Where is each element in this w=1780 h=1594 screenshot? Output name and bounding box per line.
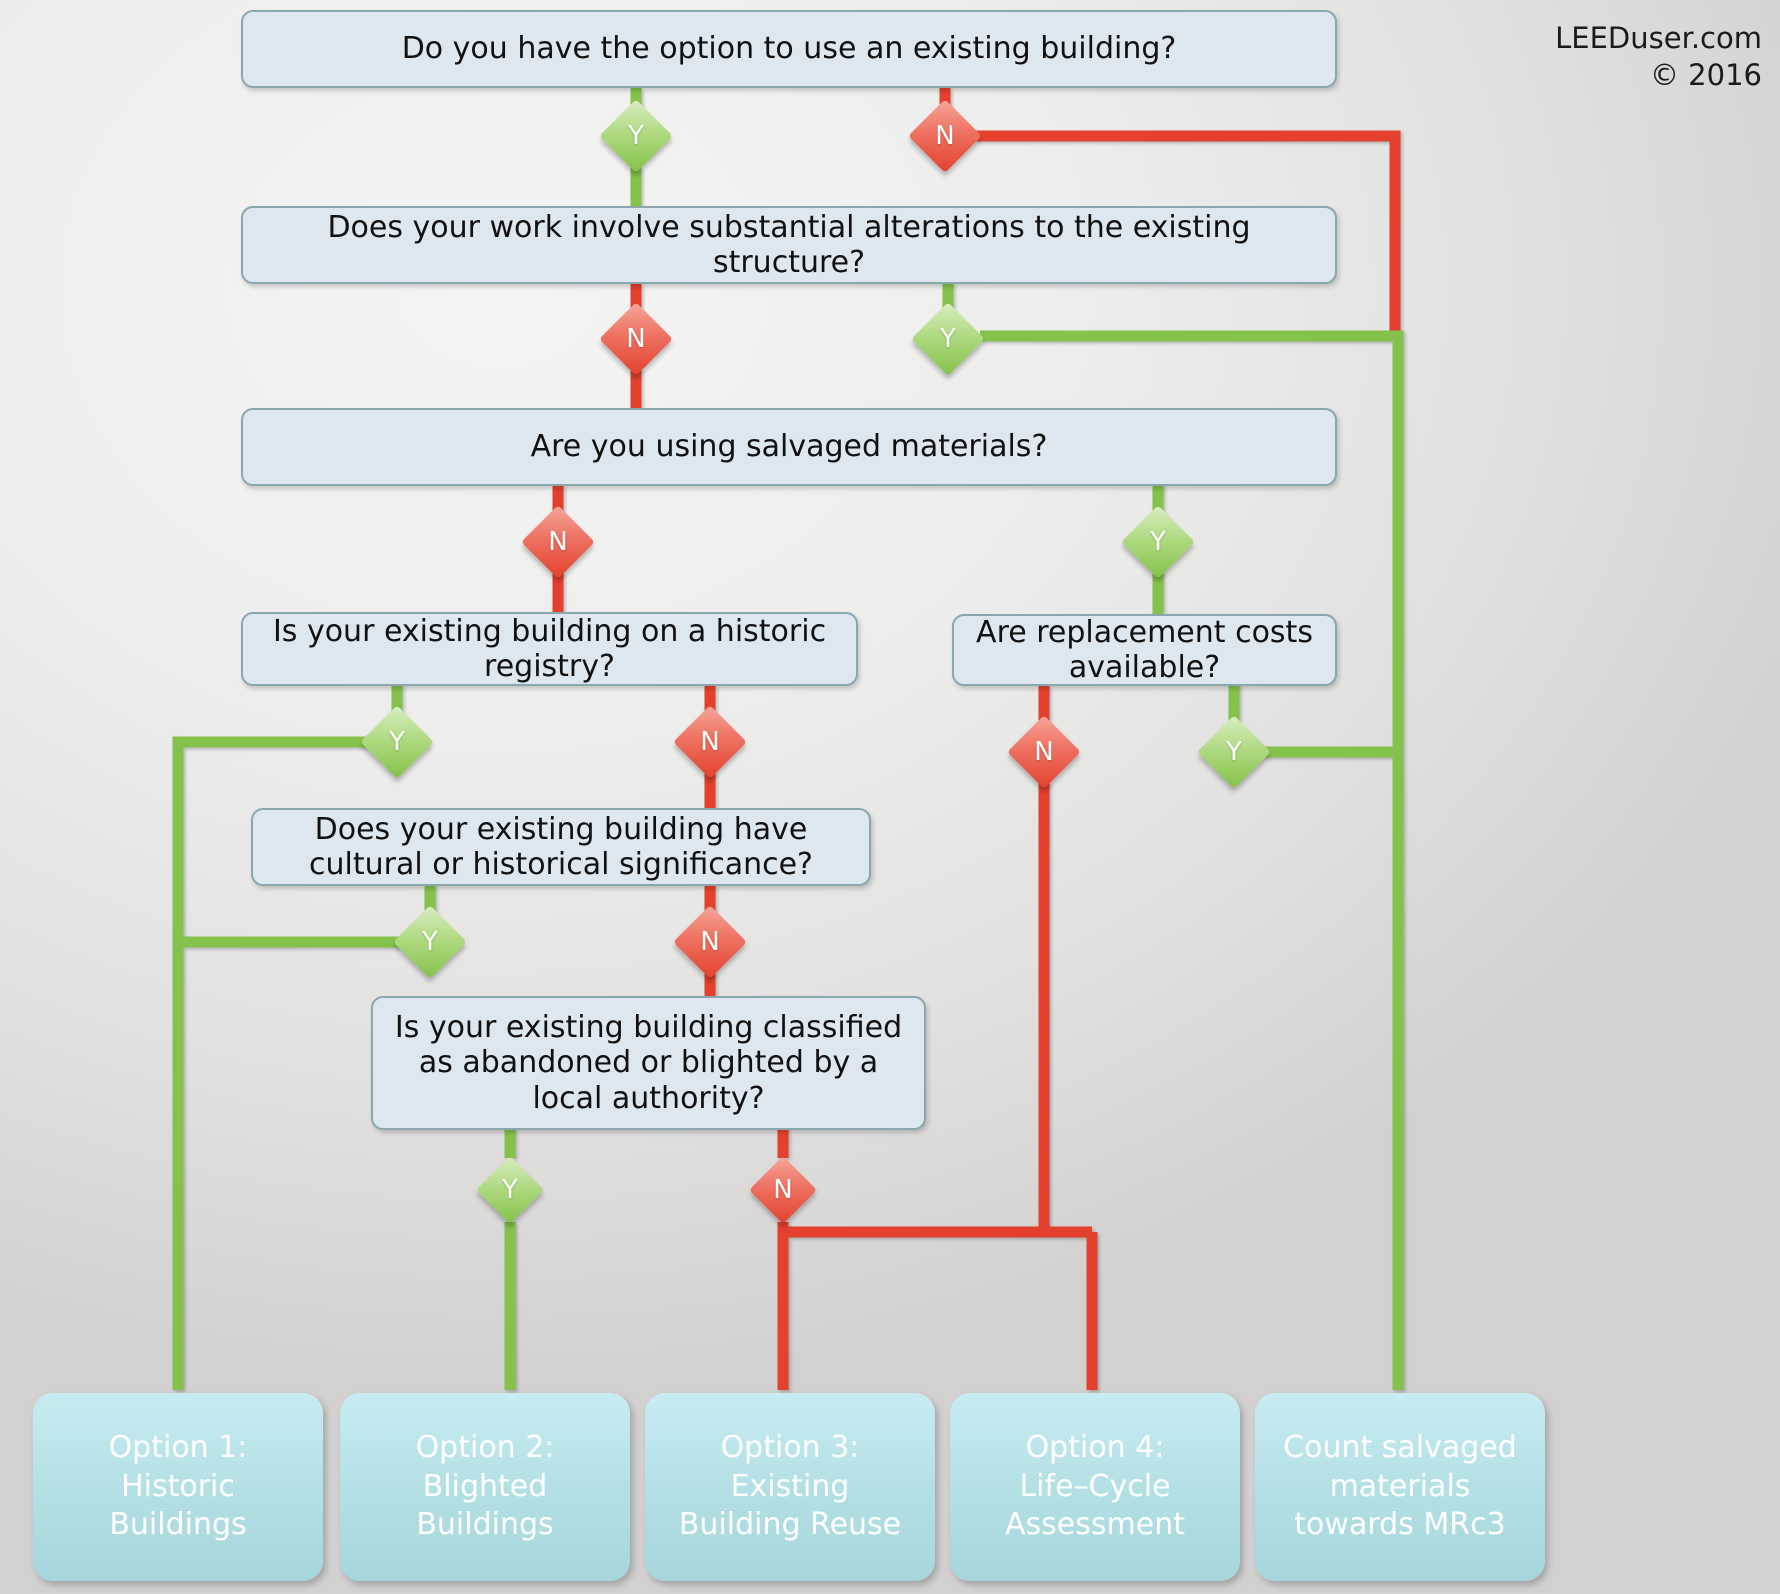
decision-label: Y: [502, 1175, 518, 1205]
decision-label: N: [626, 324, 646, 354]
decision-label: N: [548, 527, 568, 557]
result-box-option-3[interactable]: Option 3: Existing Building Reuse: [645, 1393, 935, 1581]
question-box-substantial-alterations[interactable]: Does your work involve substantial alter…: [241, 206, 1337, 284]
question-text: Are replacement costs available?: [976, 614, 1313, 685]
decision-q7-no[interactable]: N: [746, 1153, 820, 1227]
brand-credit: LEEDuser.com © 2016: [1555, 20, 1762, 94]
question-box-historic-registry[interactable]: Is your existing building on a historic …: [241, 612, 858, 686]
question-box-existing-building[interactable]: Do you have the option to use an existin…: [241, 10, 1337, 88]
decision-q1-no[interactable]: N: [908, 99, 982, 173]
decision-q4-yes[interactable]: Y: [360, 705, 434, 779]
result-text: Option 1: Historic Buildings: [108, 1430, 248, 1543]
decision-label: Y: [940, 324, 956, 354]
decision-label: Y: [1150, 527, 1166, 557]
decision-label: N: [773, 1175, 793, 1205]
brand-copyright: © 2016: [1649, 58, 1762, 93]
wire-q2-yes-right-down: [980, 330, 1404, 1390]
question-text: Is your existing building classified as …: [394, 1009, 903, 1116]
decision-q3-yes[interactable]: Y: [1121, 505, 1195, 579]
question-text: Do you have the option to use an existin…: [401, 31, 1177, 67]
decision-q1-yes[interactable]: Y: [599, 99, 673, 173]
question-text: Is your existing building on a historic …: [272, 613, 827, 684]
result-box-count-salvaged[interactable]: Count salvaged materials towards MRc3: [1255, 1393, 1545, 1581]
result-box-option-4[interactable]: Option 4: Life–Cycle Assessment: [950, 1393, 1240, 1581]
result-text: Option 2: Blighted Buildings: [415, 1430, 555, 1543]
decision-q3-no[interactable]: N: [521, 505, 595, 579]
result-text: Option 4: Life–Cycle Assessment: [1005, 1430, 1185, 1543]
decision-q7-yes[interactable]: Y: [473, 1153, 547, 1227]
question-text: Does your existing building have cultura…: [309, 811, 813, 882]
decision-label: N: [700, 727, 720, 757]
decision-label: Y: [422, 927, 438, 957]
decision-q5-yes[interactable]: Y: [1197, 715, 1271, 789]
question-box-cultural-significance[interactable]: Does your existing building have cultura…: [251, 808, 871, 886]
decision-q4-no[interactable]: N: [673, 705, 747, 779]
result-box-option-1[interactable]: Option 1: Historic Buildings: [33, 1393, 323, 1581]
question-box-abandoned-blighted[interactable]: Is your existing building classified as …: [371, 996, 926, 1130]
question-text: Does your work involve substantial alter…: [327, 209, 1251, 280]
result-text: Option 3: Existing Building Reuse: [678, 1430, 902, 1543]
brand-site: LEEDuser.com: [1555, 21, 1762, 55]
decision-label: Y: [628, 121, 644, 151]
question-text: Are you using salvaged materials?: [530, 429, 1048, 465]
decision-label: N: [935, 121, 955, 151]
decision-q5-no[interactable]: N: [1007, 715, 1081, 789]
question-box-replacement-costs[interactable]: Are replacement costs available?: [952, 614, 1337, 686]
decision-label: Y: [389, 727, 405, 757]
decision-label: Y: [1226, 737, 1242, 767]
decision-label: N: [1034, 737, 1054, 767]
decision-label: N: [700, 927, 720, 957]
decision-q6-yes[interactable]: Y: [393, 905, 467, 979]
wire-q7-no-bus: [777, 1222, 1092, 1238]
decision-q2-yes[interactable]: Y: [911, 302, 985, 376]
decision-q6-no[interactable]: N: [673, 905, 747, 979]
result-box-option-2[interactable]: Option 2: Blighted Buildings: [340, 1393, 630, 1581]
result-text: Count salvaged materials towards MRc3: [1283, 1430, 1517, 1543]
question-box-salvaged-materials[interactable]: Are you using salvaged materials?: [241, 408, 1337, 486]
decision-q2-no[interactable]: N: [599, 302, 673, 376]
